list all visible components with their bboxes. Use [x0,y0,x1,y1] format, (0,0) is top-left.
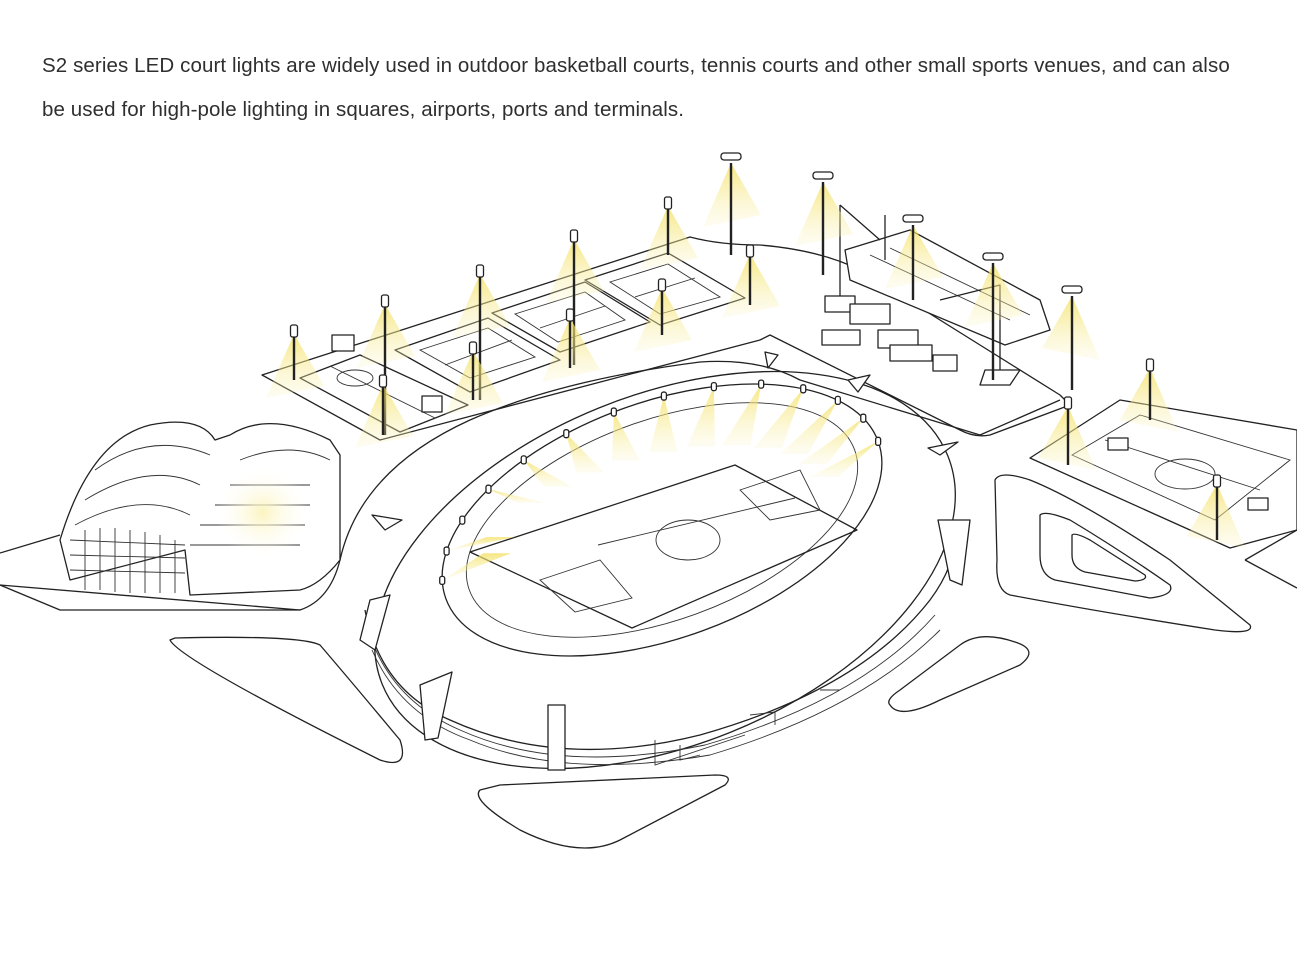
floodlight-icon [439,575,446,586]
floodlight-icon [563,429,570,439]
floodlight-icon [812,171,834,180]
light-pole [885,214,943,300]
light-beam [810,441,879,477]
light-beam [686,386,715,447]
light-pole [965,252,1023,380]
light-pole [703,152,761,255]
floodlight-icon [565,308,575,322]
floodlight-icon [663,196,673,210]
intro-line-1: S2 series LED court lights are widely us… [42,54,1230,77]
floodlight-icon [720,152,742,161]
floodlight-icon [758,379,765,389]
floodlight-icon [289,324,299,338]
floodlight-icon [660,391,668,401]
indoor-arena [59,421,341,596]
floodlight-icon [569,229,579,243]
light-beam [523,459,573,487]
light-pole [266,324,324,398]
stadium [359,351,971,771]
light-pole [634,278,692,352]
light-pole [355,374,413,448]
floodlight-icon [520,455,527,465]
floodlight-icon [468,341,478,355]
courts-platform [261,236,1071,441]
floodlight-icon [1212,474,1222,488]
light-pole [1042,285,1100,390]
floodlight-icon [982,252,1004,261]
roads [0,360,1297,849]
floodlight-icon [459,515,466,525]
light-pole [445,341,503,415]
floodlight-icon [1145,358,1155,372]
floodlight-icon [710,381,718,392]
intro-paragraph: S2 series LED court lights are widely us… [42,44,1282,132]
port-area [821,204,1051,386]
floodlight-icon [485,484,492,494]
light-pole [1120,358,1178,432]
light-beam [649,396,678,452]
floodlight-icon [874,436,882,446]
light-beam [611,412,640,461]
light-beam [566,433,605,473]
football-pitch [469,464,858,629]
floodlight-icon [378,374,388,388]
floodlight-icon [860,413,867,423]
floodlight-icon [380,294,390,308]
floodlight-icon [834,395,842,405]
floodlight-icon [745,244,755,258]
floodlight-icon [902,214,924,223]
floodlight-icon [1063,396,1073,410]
floodlight-icon [610,407,617,417]
intro-line-2: be used for high-pole lighting in square… [42,98,685,121]
light-beam [488,489,546,504]
light-pole [542,308,600,382]
light-beam [753,388,804,448]
floodlight-icon [657,278,667,292]
light-beam [798,418,864,464]
light-poles [266,152,1245,548]
floodlight-icon [800,384,807,394]
light-pole [722,244,780,318]
light-beam [779,400,838,455]
floodlight-icon [1061,285,1083,294]
light-beam [446,537,515,552]
light-pole [795,171,853,275]
light-pole [1038,396,1096,470]
floodlight-icon [475,264,485,278]
basketball-court [299,334,469,433]
light-beam [722,384,762,446]
light-pole [1187,474,1245,548]
light-beam [442,553,512,581]
floodlight-icon [443,546,450,556]
light-pole [640,196,698,270]
